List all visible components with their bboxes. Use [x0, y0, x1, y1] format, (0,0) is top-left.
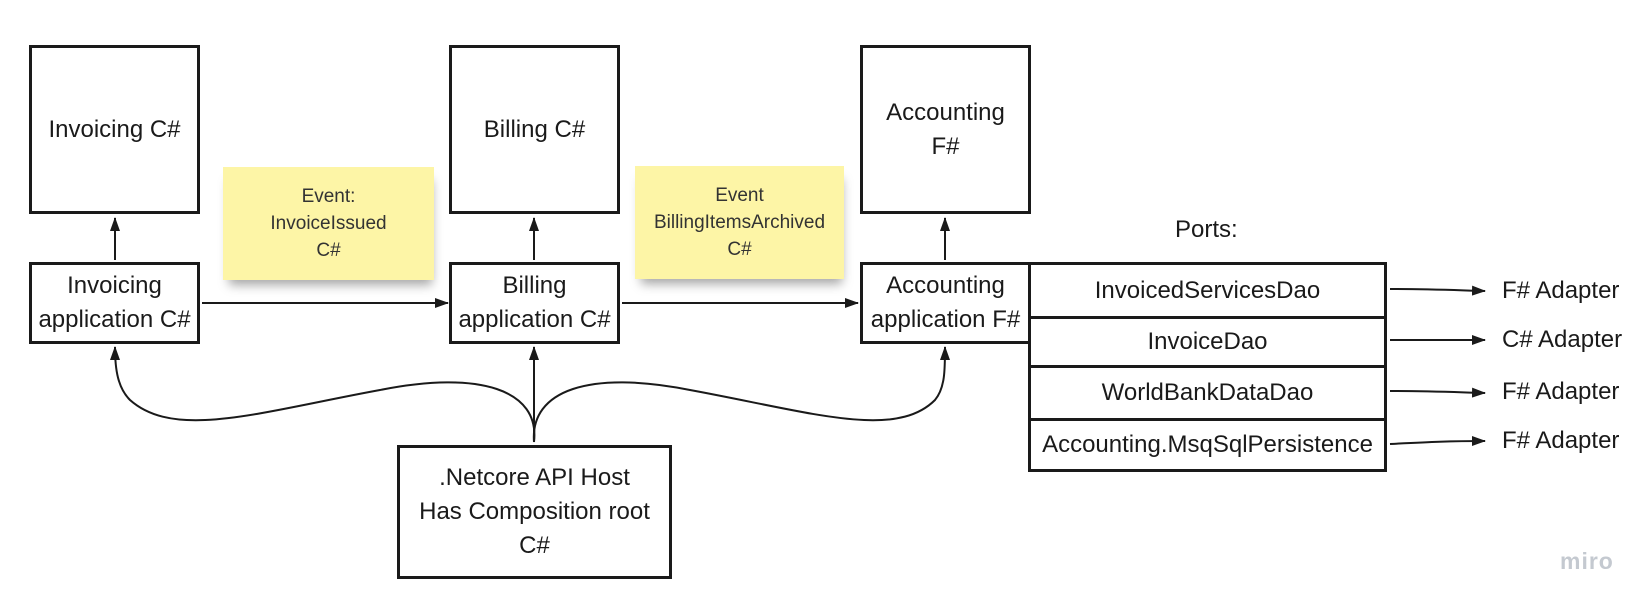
billing-application-box[interactable]: Billing application C#	[449, 262, 620, 344]
port-adapter-arrow-4	[1389, 436, 1486, 447]
event-invoice-issued-sticky[interactable]: Event: InvoiceIssued C#	[223, 167, 434, 280]
accounting-application-box[interactable]: Accounting application F#	[860, 262, 1031, 344]
port-world-bank-data-dao[interactable]: WorldBankDataDao	[1028, 365, 1387, 421]
host-to-accounting-curve	[532, 346, 950, 443]
event-billing-items-archived-sticky[interactable]: Event BillingItemsArchived C#	[635, 166, 844, 279]
adapter-label: F# Adapter	[1502, 277, 1620, 304]
accounting-box[interactable]: Accounting F#	[860, 45, 1031, 214]
port-accounting-msqsql-persistence[interactable]: Accounting.MsqSqlPersistence	[1028, 418, 1387, 472]
adapter-label: C# Adapter	[1502, 326, 1623, 353]
ports-title: Ports:	[1175, 216, 1238, 243]
port-adapter-arrow-1	[1389, 285, 1486, 296]
api-host-box[interactable]: .Netcore API Host Has Composition root C…	[397, 445, 672, 579]
billing-box[interactable]: Billing C#	[449, 45, 620, 214]
adapter-label: F# Adapter	[1502, 378, 1620, 405]
port-invoiced-services-dao[interactable]: InvoicedServicesDao	[1028, 262, 1387, 319]
port-invoice-dao[interactable]: InvoiceDao	[1028, 316, 1387, 368]
miro-watermark: miro	[1560, 548, 1614, 574]
port-adapter-arrow-3	[1389, 387, 1486, 398]
invoicing-application-box[interactable]: Invoicing application C#	[29, 262, 200, 344]
invoicing-box[interactable]: Invoicing C#	[29, 45, 200, 214]
adapter-label: F# Adapter	[1502, 427, 1620, 454]
host-to-invoicing-curve	[110, 346, 536, 443]
